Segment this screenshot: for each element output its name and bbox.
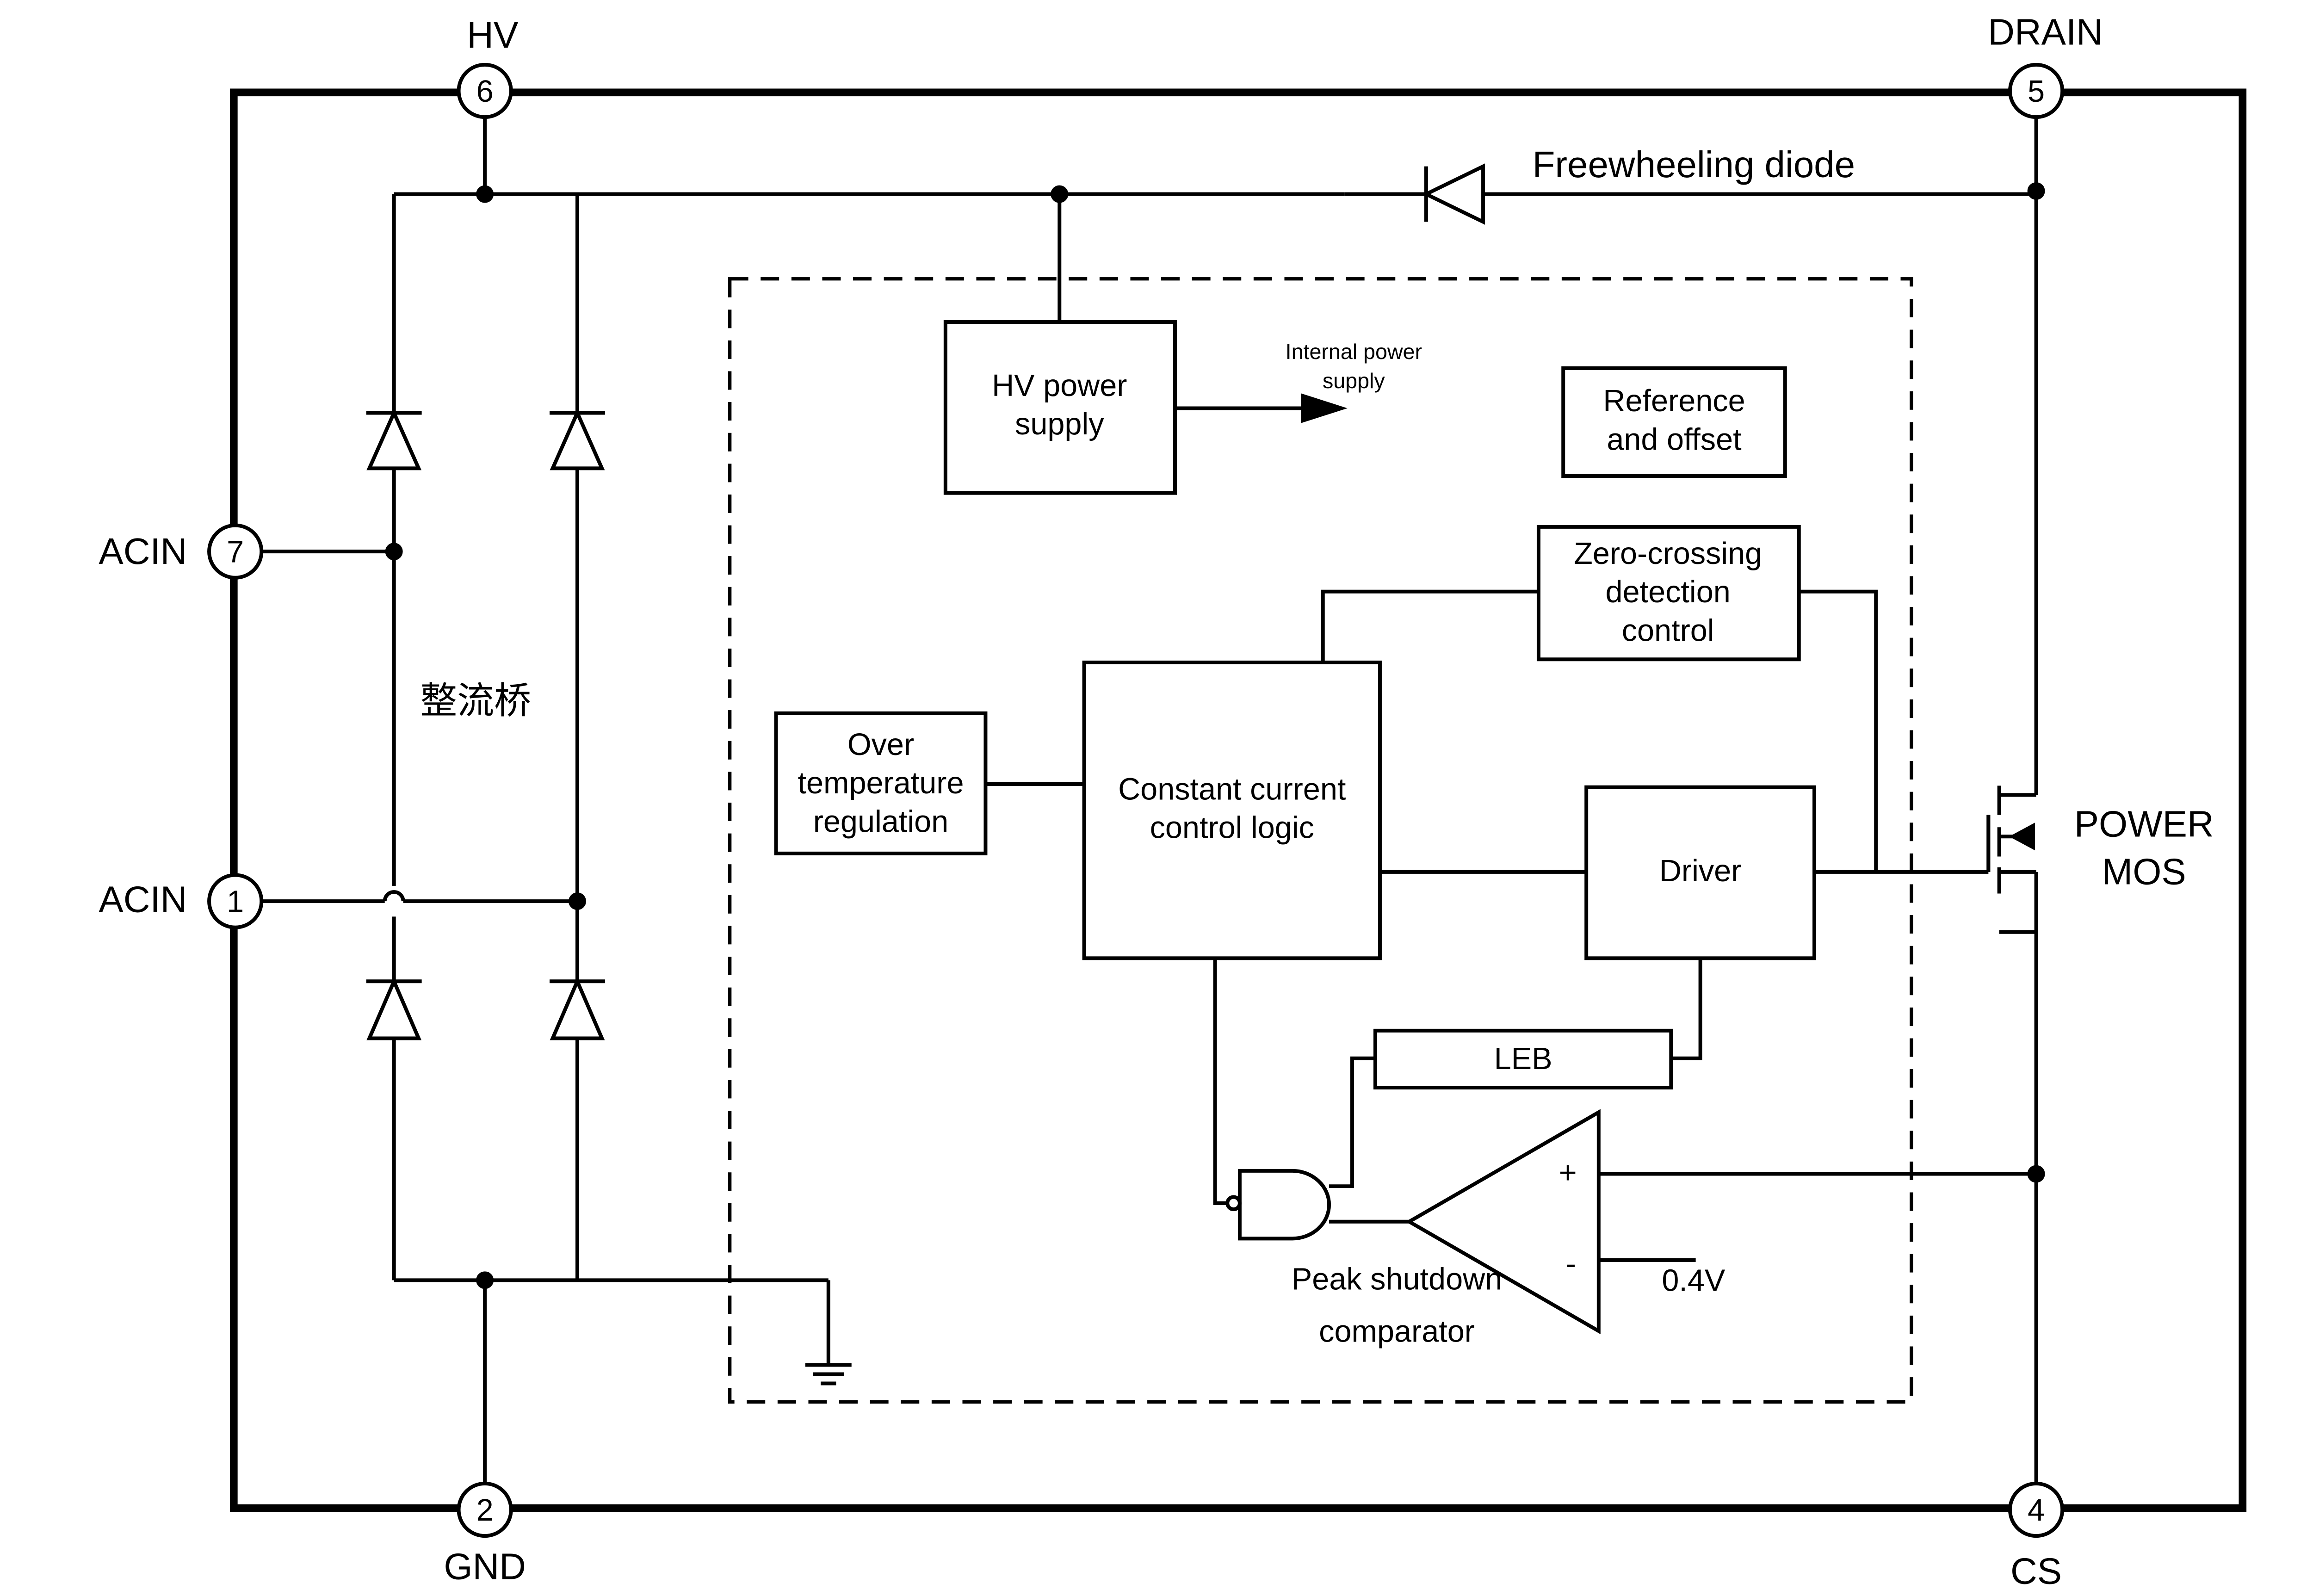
zero-crossing-line1: Zero-crossing <box>1574 537 1762 571</box>
pin-acin-7-number: 7 <box>227 535 244 569</box>
internal-power-label-line1: Internal power <box>1286 340 1422 364</box>
driver-block: Driver <box>1584 785 1817 960</box>
freewheeling-diode-icon <box>1422 163 1485 225</box>
power-mosfet-icon <box>1986 786 2035 894</box>
zero-crossing-line3: control <box>1622 613 1714 648</box>
hv-power-supply-block: HV power supply <box>943 320 1177 495</box>
over-temperature-line3: regulation <box>813 804 949 839</box>
peak-shutdown-label-line1: Peak shutdown <box>1292 1262 1502 1296</box>
pin-gnd-label: GND <box>444 1546 526 1587</box>
pin-gnd-number: 2 <box>476 1493 494 1528</box>
pin-acin-1-number: 1 <box>227 885 244 919</box>
constant-current-line2: control logic <box>1150 811 1314 845</box>
constant-current-line1: Constant current <box>1118 772 1346 806</box>
ground-icon <box>805 1363 852 1386</box>
bridge-diode-bottom-right-icon <box>550 977 605 1040</box>
pin-cs-label: CS <box>2010 1550 2062 1591</box>
reference-offset-line1: Reference <box>1603 384 1745 418</box>
pin-drain: 5 DRAIN <box>1988 12 2103 119</box>
bridge-diode-top-right-icon <box>550 408 605 470</box>
pin-hv: 6 HV <box>457 14 518 119</box>
pin-cs: 4 CS <box>2008 1481 2065 1591</box>
hv-power-supply-line2: supply <box>1015 407 1104 441</box>
bridge-diode-top-left-icon <box>366 408 422 470</box>
comparator-icon <box>1405 1109 1601 1335</box>
freewheeling-diode-label: Freewheeling diode <box>1533 144 1855 185</box>
pin-cs-number: 4 <box>2028 1493 2045 1528</box>
pin-hv-number: 6 <box>476 74 494 109</box>
wires <box>261 112 2038 1487</box>
power-mos-label-line2: MOS <box>2102 851 2186 892</box>
reference-offset-block: Reference and offset <box>1561 366 1787 478</box>
peak-shutdown-label-line2: comparator <box>1319 1315 1475 1349</box>
over-temperature-line2: temperature <box>798 766 964 800</box>
bridge-diode-bottom-left-icon <box>366 977 422 1040</box>
pin-acin-7: 7 ACIN <box>99 523 264 580</box>
comparator-minus-sign: - <box>1566 1247 1576 1281</box>
junction-dots <box>385 182 2045 1289</box>
pin-drain-number: 5 <box>2028 74 2045 109</box>
zero-crossing-line2: detection <box>1606 575 1731 609</box>
chip-outline <box>230 88 2247 1512</box>
hv-power-supply-line1: HV power <box>992 369 1127 403</box>
driver-label: Driver <box>1659 854 1742 888</box>
pin-gnd: 2 GND <box>444 1481 526 1587</box>
reference-offset-line2: and offset <box>1607 422 1742 457</box>
pin-acin-1-label: ACIN <box>99 878 187 920</box>
pin-drain-label: DRAIN <box>1988 12 2103 53</box>
constant-current-block: Constant current control logic <box>1082 660 1382 960</box>
arrow-right-icon <box>1301 393 1348 423</box>
nand-gate-icon <box>1225 1169 1331 1241</box>
internal-power-label-line2: supply <box>1323 369 1385 393</box>
pin-acin-7-label: ACIN <box>99 531 187 572</box>
comparator-plus-sign: + <box>1559 1156 1577 1190</box>
leb-block: LEB <box>1373 1028 1673 1090</box>
over-temperature-line1: Over <box>847 728 914 762</box>
pin-acin-1: 1 ACIN <box>99 873 264 929</box>
reference-voltage-label: 0.4V <box>1662 1264 1725 1298</box>
power-mos-label-line1: POWER <box>2074 803 2214 844</box>
leb-label: LEB <box>1494 1042 1552 1076</box>
controller-region <box>728 277 1913 1404</box>
rectifier-bridge-label: 整流桥 <box>420 679 531 722</box>
zero-crossing-block: Zero-crossing detection control <box>1536 525 1801 662</box>
over-temperature-block: Over temperature regulation <box>774 711 988 855</box>
pin-hv-label: HV <box>467 14 518 56</box>
